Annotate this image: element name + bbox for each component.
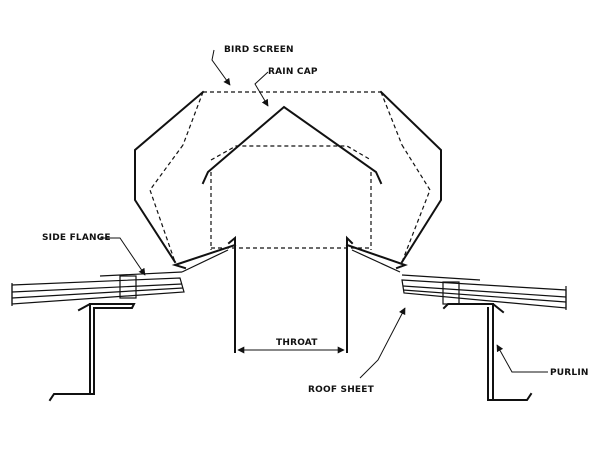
label-bird-screen: BIRD SCREEN [224, 45, 294, 55]
bird-screen [134, 90, 442, 264]
purlin-left-profile [48, 303, 136, 402]
rain-cap-hidden-top [210, 145, 372, 161]
roof-sheet-right-line1 [402, 285, 567, 298]
throat-right-wall [346, 235, 354, 353]
label-side-flange: SIDE FLANGE [42, 233, 111, 243]
bird-screen-inner-right-lower [401, 144, 431, 263]
rain-cap [201, 105, 383, 250]
bird-screen-leader [211, 49, 231, 86]
roof-sheet-left-top [99, 271, 183, 277]
throat-left-wall [227, 235, 236, 353]
roof-sheet-right-top [401, 274, 481, 281]
roof-sheet-leader [359, 307, 406, 379]
label-rain-cap: RAIN CAP [268, 67, 318, 77]
label-roof-sheet: ROOF SHEET [308, 385, 375, 395]
purlin-right-flange [487, 392, 533, 401]
purlin-right [442, 303, 533, 401]
bird-screen-inner-left [182, 91, 204, 146]
purlin-left [48, 303, 136, 402]
bird-screen-inner-right [380, 91, 403, 146]
rain-cap-outline [201, 105, 383, 185]
roof-sheet-left-line1 [11, 283, 183, 293]
throat [227, 235, 354, 354]
side-flange [171, 243, 408, 273]
side-flange-right-inner [351, 249, 401, 273]
bird-screen-left-side [134, 90, 205, 264]
bird-screen-right-side [379, 90, 442, 264]
side-flange-left [171, 243, 237, 270]
side-flange-leader [100, 237, 146, 276]
label-purlin: PURLIN [550, 368, 589, 378]
side-flange-right [345, 243, 408, 270]
rain-cap-leader [254, 71, 269, 107]
roof-sheet-left-fastener [119, 275, 137, 299]
bird-screen-inner-left-lower [149, 144, 184, 263]
roof-sheet-left [11, 271, 185, 306]
purlin-leader [496, 344, 548, 373]
purlin-right-web [487, 303, 494, 401]
purlin-right-profile [442, 303, 505, 314]
label-throat: THROAT [276, 338, 318, 348]
roof-sheet-left-line2 [11, 287, 184, 299]
side-flange-left-inner [181, 249, 229, 273]
roof-sheet-right-line2 [402, 289, 567, 303]
